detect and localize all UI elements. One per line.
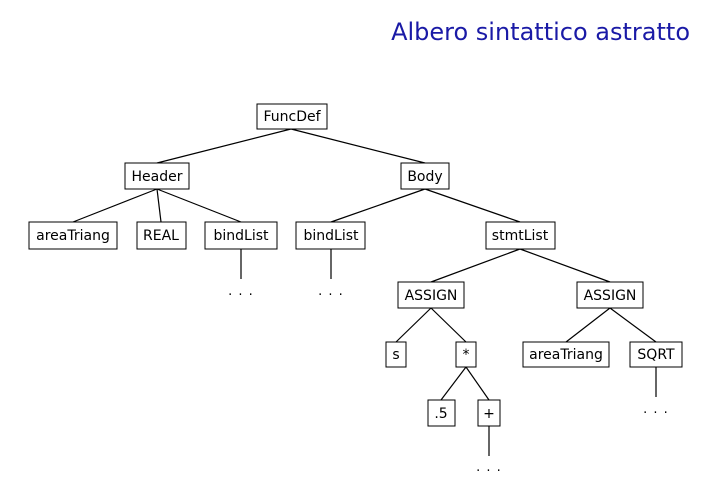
edge-header-real (156, 188, 162, 223)
edge-header-bindlist (156, 188, 242, 223)
tree-node-real: REAL (136, 221, 187, 250)
node-label-header: Header (132, 169, 183, 185)
tree-node-s: s (385, 341, 407, 368)
edge-funcdef-header (156, 128, 292, 164)
edge-header-areatriang (72, 188, 158, 223)
ellipsis-bindlist-1: · · · (228, 288, 254, 303)
ellipsis-sqrt: · · · (643, 406, 669, 421)
edge-assign1-s (395, 307, 432, 343)
node-label-s: s (392, 347, 399, 363)
edge-assign2-sqrt (609, 307, 657, 343)
tree-node-funcdef: FuncDef (256, 103, 328, 130)
node-label-areatriang-1: areaTriang (36, 228, 110, 244)
node-label-half: .5 (434, 406, 447, 422)
node-label-plus: + (483, 406, 495, 422)
tree-node-plus: + (477, 399, 501, 427)
tree-node-assign-1: ASSIGN (397, 281, 465, 309)
edge-stmtlist-assign2 (519, 248, 611, 283)
tree-node-mul: * (455, 341, 477, 368)
node-label-bindlist-2: bindList (303, 228, 359, 244)
tree-node-bindlist-2: bindList (295, 221, 366, 250)
node-label-funcdef: FuncDef (263, 109, 321, 125)
edge-body-bindlist (330, 188, 426, 223)
tree-node-stmtlist: stmtList (485, 221, 556, 250)
node-label-sqrt: SQRT (637, 347, 675, 363)
edge-stmtlist-assign1 (430, 248, 521, 283)
tree-node-header: Header (124, 162, 190, 190)
edge-body-stmtlist (424, 188, 521, 223)
node-label-bindlist-1: bindList (213, 228, 269, 244)
tree-node-assign-2: ASSIGN (576, 281, 644, 309)
tree-node-sqrt: SQRT (629, 341, 683, 368)
node-label-real: REAL (143, 228, 179, 244)
edge-mul-plus (465, 366, 490, 401)
node-label-mul: * (463, 347, 470, 363)
edge-assign1-mul (430, 307, 467, 343)
ellipsis-bindlist-2: · · · (318, 288, 344, 303)
tree-edges (72, 128, 657, 456)
tree-node-body: Body (400, 162, 450, 190)
ellipsis-plus: · · · (476, 464, 502, 479)
edge-funcdef-body (290, 128, 426, 164)
tree-node-areatriang-1: areaTriang (28, 221, 118, 250)
slide-title: Albero sintattico astratto (391, 18, 690, 46)
tree-node-bindlist-1: bindList (204, 221, 278, 250)
tree-node-areatriang-2: areaTriang (522, 341, 610, 368)
node-label-body: Body (407, 169, 442, 185)
node-label-assign-2: ASSIGN (584, 288, 637, 304)
edge-mul-half (440, 366, 467, 401)
edge-assign2-areatriang (565, 307, 611, 343)
node-label-stmtlist: stmtList (492, 228, 549, 244)
node-label-assign-1: ASSIGN (405, 288, 458, 304)
tree-node-half: .5 (427, 399, 456, 427)
node-label-areatriang-2: areaTriang (529, 347, 603, 363)
